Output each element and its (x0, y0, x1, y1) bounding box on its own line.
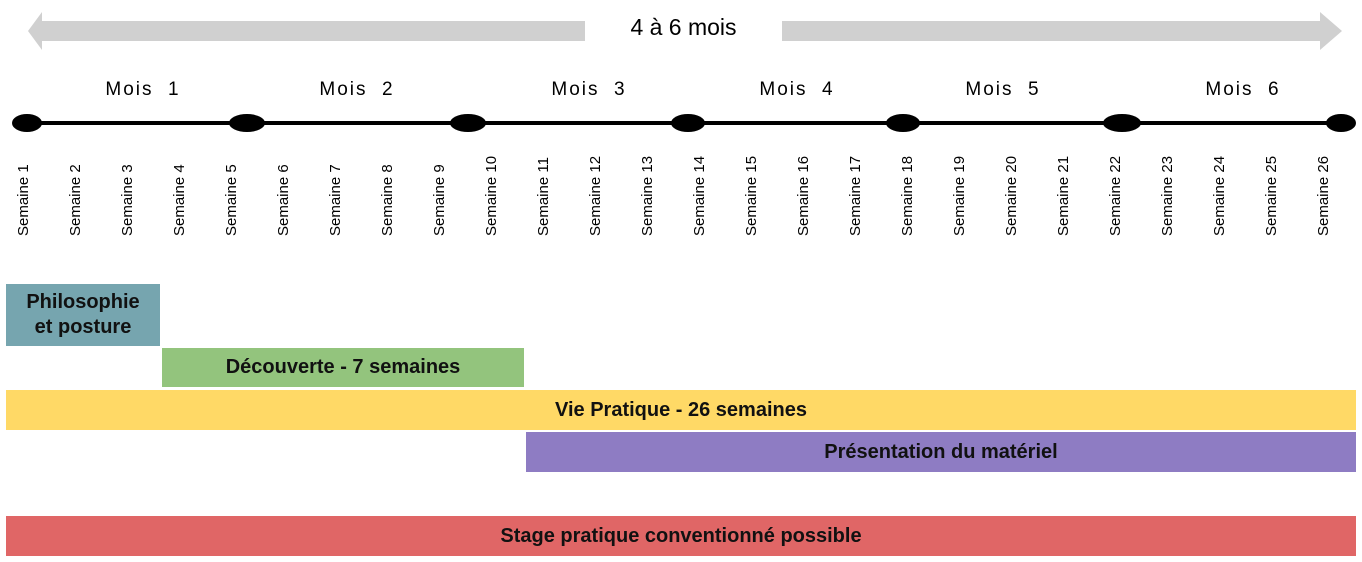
timeline-marker (450, 114, 486, 132)
week-label-9: Semaine 9 (431, 164, 448, 236)
week-label-10: Semaine 10 (483, 155, 500, 236)
month-label-3: Mois 3 (551, 79, 627, 100)
timeline-marker (12, 114, 42, 132)
phase-presentation-materiel: Présentation du matériel (526, 432, 1356, 472)
week-label-18: Semaine 18 (899, 155, 916, 236)
week-label-14: Semaine 14 (691, 155, 708, 236)
week-label-6: Semaine 6 (275, 164, 292, 236)
month-label-4: Mois 4 (759, 79, 835, 100)
week-label-24: Semaine 24 (1211, 155, 1228, 236)
week-label-25: Semaine 25 (1263, 155, 1280, 236)
duration-label: 4 à 6 mois (585, 10, 782, 44)
week-label-1: Semaine 1 (15, 164, 32, 236)
phase-decouverte-label: Découverte - 7 semaines (225, 356, 461, 378)
timeline-marker (886, 114, 920, 132)
month-label-5: Mois 5 (965, 79, 1041, 100)
week-label-12: Semaine 12 (587, 155, 604, 236)
week-label-19: Semaine 19 (951, 155, 968, 236)
week-label-3: Semaine 3 (119, 164, 136, 236)
week-label-17: Semaine 17 (847, 155, 864, 236)
month-label-1: Mois 1 (105, 79, 181, 100)
phase-stage-label: Stage pratique conventionné possible (500, 524, 862, 547)
phase-decouverte: Découverte - 7 semaines (162, 348, 524, 387)
phase-philosophie-label: Philosophie et posture (26, 291, 140, 338)
timeline-marker (229, 114, 265, 132)
week-label-21: Semaine 21 (1055, 155, 1072, 236)
week-label-23: Semaine 23 (1159, 155, 1176, 236)
phase-materiel-label: Présentation du matériel (824, 440, 1058, 463)
week-label-11: Semaine 11 (535, 157, 552, 236)
week-label-7: Semaine 7 (327, 164, 344, 236)
month-label-6: Mois 6 (1205, 79, 1281, 100)
week-label-20: Semaine 20 (1003, 155, 1020, 236)
phase-stage-pratique: Stage pratique conventionné possible (6, 516, 1356, 556)
week-label-22: Semaine 22 (1107, 155, 1124, 236)
month-label-2: Mois 2 (319, 79, 395, 100)
week-label-8: Semaine 8 (379, 164, 396, 236)
phase-philosophie-posture: Philosophie et posture (6, 284, 160, 346)
week-label-2: Semaine 2 (67, 164, 84, 236)
phase-vie-pratique-label: Vie Pratique - 26 semaines (555, 398, 807, 421)
week-label-5: Semaine 5 (223, 164, 240, 236)
week-label-13: Semaine 13 (639, 155, 656, 236)
week-label-16: Semaine 16 (795, 155, 812, 236)
timeline (12, 114, 1356, 132)
week-label-4: Semaine 4 (171, 164, 188, 236)
timeline-marker (671, 114, 705, 132)
timeline-marker (1103, 114, 1141, 132)
week-label-15: Semaine 15 (743, 155, 760, 236)
phase-vie-pratique: Vie Pratique - 26 semaines (6, 390, 1356, 430)
week-label-26: Semaine 26 (1315, 155, 1332, 236)
timeline-marker (1326, 114, 1356, 132)
